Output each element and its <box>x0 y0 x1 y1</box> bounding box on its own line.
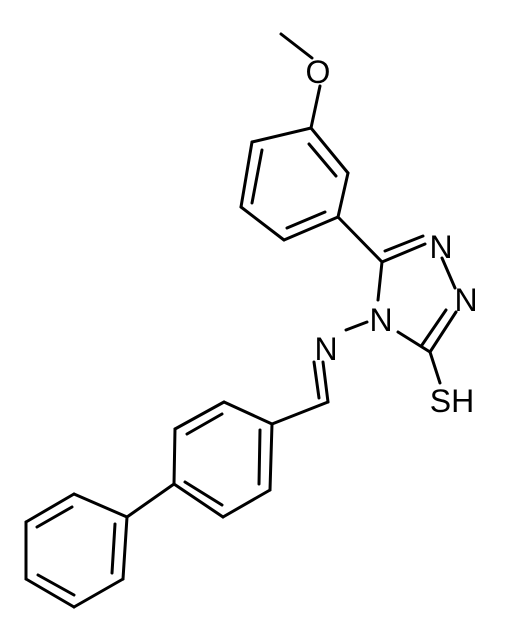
bond <box>172 482 225 519</box>
bond <box>282 215 340 242</box>
bond <box>24 492 76 524</box>
bond <box>72 577 125 609</box>
bond-n-n-imine <box>344 320 369 332</box>
atom-label-ring-nitrogen-1: N <box>429 229 452 265</box>
bond <box>173 400 226 431</box>
bond-imine-n-c <box>321 360 330 404</box>
double-bond-inner <box>185 412 224 436</box>
bond <box>121 515 129 581</box>
atom-label-ring-nitrogen-4: N <box>369 302 392 338</box>
bond-biaryl <box>125 482 176 519</box>
phenylene-ring <box>172 400 274 519</box>
methoxy-group <box>279 32 322 130</box>
bond <box>250 126 313 144</box>
double-bond-inner <box>35 505 74 529</box>
double-bond-inner <box>383 234 425 253</box>
triazole-ring <box>376 234 458 354</box>
methoxyphenyl-ring <box>239 126 350 242</box>
bond <box>221 488 272 519</box>
phenyl-ring <box>24 492 129 609</box>
bond <box>24 577 76 609</box>
bond-methyl-o <box>279 32 314 60</box>
bond-c3-n4 <box>396 330 432 354</box>
bond-ch-aryl <box>270 400 330 426</box>
double-bond-inner <box>36 573 76 597</box>
bond <box>172 427 177 486</box>
atom-label-oxygen: O <box>306 54 331 90</box>
bond-n-c3 <box>428 310 458 354</box>
bond <box>222 400 274 426</box>
bond-n-n <box>440 256 457 290</box>
bond-c5-n-top <box>380 242 427 264</box>
double-bond-inner <box>307 142 338 178</box>
bond <box>268 422 274 492</box>
bond <box>309 126 350 175</box>
bond <box>239 205 286 242</box>
atom-label-thiol: SH <box>430 383 474 419</box>
double-bond-inner <box>257 428 262 486</box>
bond-aryl-triazole <box>336 215 384 264</box>
double-bond-inner <box>250 148 264 205</box>
double-bond-inner <box>285 210 327 230</box>
bond-n4-c5 <box>376 260 384 302</box>
atom-label-imine-nitrogen: N <box>314 331 337 367</box>
bond <box>239 140 254 209</box>
double-bond-inner <box>110 522 117 575</box>
atom-label-ring-nitrogen-2: N <box>454 282 477 318</box>
bond <box>336 171 350 219</box>
double-bond-imine <box>312 360 321 400</box>
bond-o-aryl <box>309 84 322 130</box>
double-bond-inner <box>183 480 224 507</box>
double-bond-inner <box>420 308 448 347</box>
bond-c-sh <box>428 350 442 385</box>
bond <box>72 492 129 519</box>
